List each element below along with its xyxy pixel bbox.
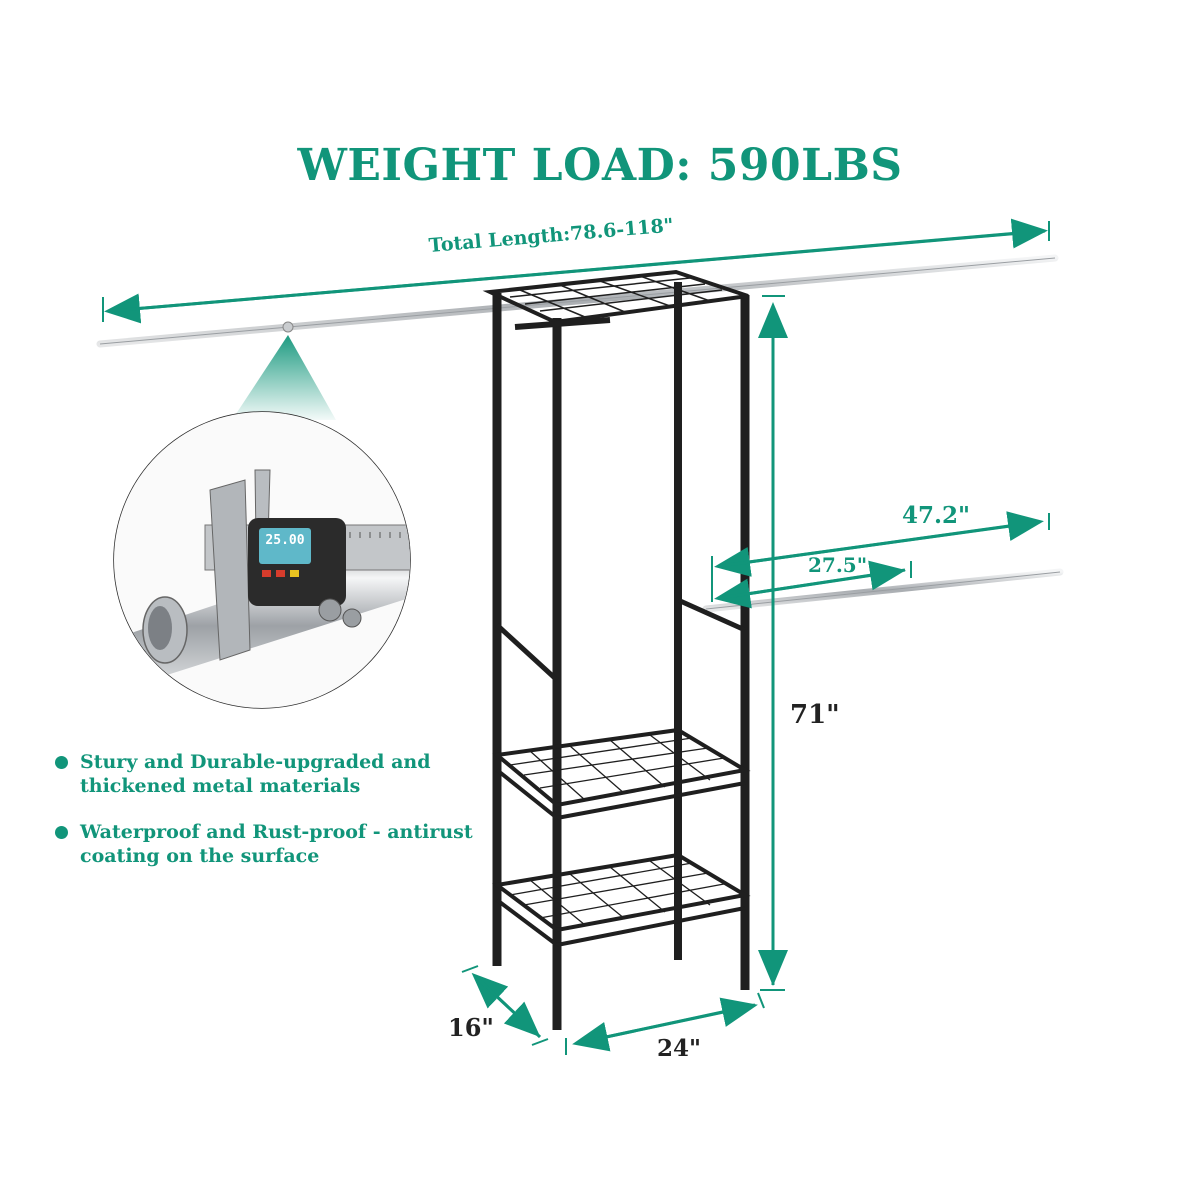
total-length-dimension: [102, 218, 1050, 324]
feature-line-1: Waterproof and Rust-proof - antirust: [80, 821, 473, 843]
weight-load-headline: WEIGHT LOAD: 590LBS: [297, 140, 903, 191]
magnifier-beam: [232, 335, 336, 420]
caliper-closeup: [113, 411, 411, 709]
height-dimension: [758, 295, 788, 991]
feature-line-2: coating on the surface: [80, 845, 320, 867]
bullet-dot-icon: [55, 826, 68, 839]
feature-line-2: thickened metal materials: [80, 775, 361, 797]
feature-item: Stury and Durable-upgraded and thickened…: [55, 750, 520, 798]
garment-rack: [482, 269, 751, 1030]
feature-line-1: Stury and Durable-upgraded and: [80, 751, 431, 773]
width-label: 24": [657, 1035, 701, 1062]
bullet-dot-icon: [55, 756, 68, 769]
depth-label: 16": [448, 1013, 494, 1042]
height-label: 71": [790, 700, 840, 730]
hanging-rod-side: [702, 568, 1064, 613]
hanging-rod-top: [96, 254, 1059, 348]
side-rod-dimensions: [711, 511, 1050, 609]
caliper-display: 25.00: [265, 533, 305, 548]
right-inner-label: 27.5": [808, 553, 868, 577]
base-dimensions: [461, 965, 765, 1055]
right-outer-label: 47.2": [902, 502, 971, 529]
feature-item: Waterproof and Rust-proof - antirust coa…: [55, 820, 520, 868]
